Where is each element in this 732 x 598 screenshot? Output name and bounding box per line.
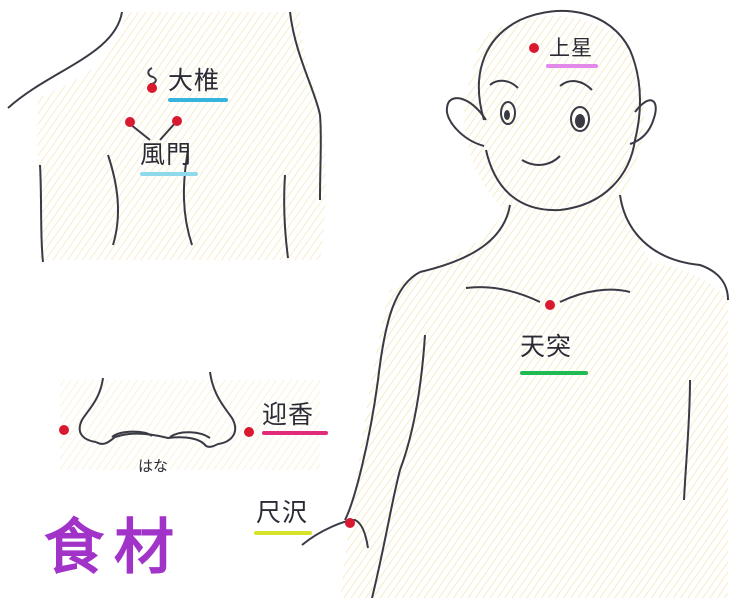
- fengmen-left-point: [125, 117, 135, 127]
- right-pupil: [575, 114, 585, 128]
- tiantu-point: [545, 300, 555, 310]
- yingxiang-left-point: [59, 425, 69, 435]
- label-yingxiang: 迎香: [262, 402, 314, 427]
- title-shokuzai: 食材: [44, 518, 184, 578]
- underline-chize: [254, 531, 312, 535]
- underline-shangxing: [546, 64, 598, 68]
- underline-fengmen: [140, 172, 198, 176]
- label-dazhui: 大椎: [168, 68, 220, 93]
- yingxiang-right-point: [244, 427, 254, 437]
- underline-yingxiang: [262, 431, 328, 435]
- person-skin-fill: [340, 16, 728, 598]
- left-pupil: [504, 110, 510, 120]
- label-tiantu: 天突: [520, 334, 572, 359]
- back-skin-fill: [37, 12, 325, 260]
- underline-tiantu: [520, 371, 588, 375]
- back-figure: [8, 12, 326, 262]
- fengmen-right-point: [172, 116, 182, 126]
- chize-point: [345, 518, 355, 528]
- underline-dazhui: [168, 98, 228, 102]
- label-fengmen: 風門: [140, 142, 192, 167]
- dazhui-point: [147, 83, 157, 93]
- person-figure: [302, 11, 728, 598]
- label-shangxing: 上星: [549, 38, 593, 59]
- nose-caption: はな: [138, 459, 168, 474]
- shangxing-point: [529, 43, 539, 53]
- label-chize: 尺沢: [256, 500, 308, 525]
